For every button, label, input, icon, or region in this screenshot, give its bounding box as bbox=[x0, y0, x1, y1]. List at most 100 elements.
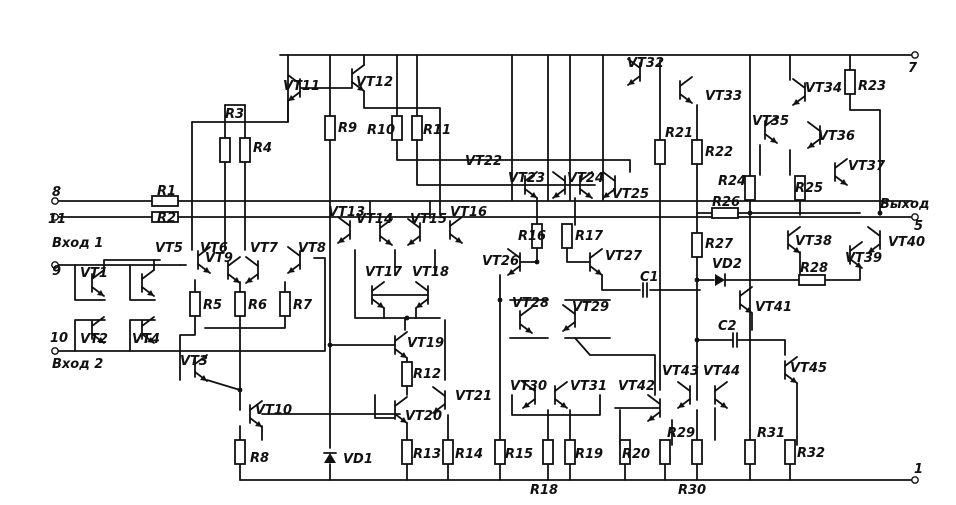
transistor-symbol bbox=[792, 78, 806, 106]
transistor-symbol bbox=[449, 216, 463, 244]
resistor-label-r2: R2 bbox=[157, 211, 176, 226]
diode-label-vd1: VD1 bbox=[343, 452, 373, 467]
transistor-label-vt18: VT18 bbox=[412, 265, 449, 280]
transistor-symbol bbox=[287, 246, 301, 274]
capacitor-label-c1: C1 bbox=[640, 270, 659, 285]
transistor-label-vt12: VT12 bbox=[356, 75, 393, 90]
resistor-label-r11: R11 bbox=[423, 123, 451, 138]
resistor-label-r25: R25 bbox=[795, 181, 823, 196]
resistor-body bbox=[798, 274, 826, 286]
resistor-body bbox=[442, 439, 454, 465]
resistor-label-r32: R32 bbox=[797, 446, 825, 461]
wires bbox=[57, 54, 913, 481]
resistor-label-r18: R18 bbox=[530, 483, 558, 498]
resistor-label-r29: R29 bbox=[667, 426, 695, 441]
resistor-body bbox=[401, 439, 413, 465]
transistor-symbol bbox=[677, 381, 691, 409]
transistor-label-vt3: VT3 bbox=[180, 354, 208, 369]
w bbox=[354, 249, 441, 319]
w bbox=[204, 315, 286, 329]
resistor-body bbox=[279, 291, 291, 317]
resistor-body bbox=[151, 211, 179, 223]
w bbox=[519, 247, 538, 263]
junction-dot bbox=[237, 387, 243, 393]
resistor-body bbox=[659, 439, 671, 465]
output-label: Выход bbox=[880, 197, 929, 212]
transistor-symbol bbox=[432, 386, 446, 414]
w bbox=[74, 319, 106, 352]
transistor-label-vt34: VT34 bbox=[805, 81, 842, 96]
resistor-label-r27: R27 bbox=[705, 237, 734, 252]
transistor-symbol bbox=[287, 74, 301, 102]
resistor-body bbox=[564, 439, 576, 465]
capacitor-symbol bbox=[642, 282, 648, 298]
junction-dot bbox=[694, 337, 700, 343]
transistor-label-vt24: VT24 bbox=[567, 171, 604, 186]
w bbox=[396, 139, 631, 173]
terminal-circle bbox=[51, 347, 59, 355]
transistor-symbol bbox=[524, 171, 538, 199]
terminal-circle bbox=[911, 476, 919, 484]
w bbox=[129, 264, 156, 301]
transistor-label-vt28: VT28 bbox=[512, 296, 549, 311]
transistor-symbol bbox=[554, 381, 568, 409]
transistor-symbol bbox=[245, 256, 259, 284]
resistor-body bbox=[711, 207, 739, 219]
transistor-label-vt21: VT21 bbox=[455, 389, 492, 404]
terminal-circle bbox=[51, 213, 59, 221]
resistor-body bbox=[654, 139, 666, 165]
resistor-label-r22: R22 bbox=[705, 145, 733, 160]
transistor-label-vt37: VT37 bbox=[848, 159, 886, 174]
resistor-body bbox=[784, 439, 796, 465]
transistor-label-vt38: VT38 bbox=[795, 234, 832, 249]
resistor-body bbox=[411, 115, 423, 141]
transistor-label-vt26: VT26 bbox=[482, 254, 519, 269]
resistor-label-r10: R10 bbox=[367, 123, 395, 138]
junction-dot bbox=[327, 342, 333, 348]
resistor-body bbox=[542, 439, 554, 465]
transistor-symbol bbox=[337, 216, 351, 244]
w bbox=[511, 394, 601, 416]
transistor-label-vt27: VT27 bbox=[605, 249, 643, 264]
resistor-body bbox=[691, 439, 703, 465]
transistor-symbol bbox=[579, 171, 593, 199]
transistor-symbol bbox=[627, 58, 641, 86]
transistor-symbol bbox=[679, 76, 693, 104]
w bbox=[737, 339, 786, 356]
terminal-circle bbox=[51, 197, 59, 205]
transistor-label-vt19: VT19 bbox=[407, 336, 444, 351]
capacitor-symbol bbox=[732, 332, 738, 348]
transistor-symbol bbox=[787, 226, 801, 254]
transistor-symbol bbox=[834, 158, 848, 186]
transistor-symbol bbox=[764, 116, 778, 144]
junction-dot bbox=[404, 315, 410, 321]
w bbox=[206, 379, 241, 391]
transistor-symbol bbox=[784, 356, 798, 384]
transistor-symbol bbox=[714, 381, 728, 409]
resistor-body bbox=[531, 223, 543, 249]
transistor-symbol bbox=[522, 381, 536, 409]
resistor-label-r13: R13 bbox=[413, 447, 441, 462]
transistor-symbol bbox=[562, 304, 576, 332]
resistor-label-r9: R9 bbox=[338, 121, 357, 136]
transistor-label-vt4: VT4 bbox=[132, 332, 160, 347]
transistor-symbol bbox=[379, 218, 393, 246]
resistor-body bbox=[239, 137, 251, 163]
w bbox=[849, 93, 881, 216]
transistor-label-vt15: VT15 bbox=[410, 212, 447, 227]
resistor-label-r5: R5 bbox=[203, 298, 222, 313]
resistor-body bbox=[151, 195, 179, 207]
transistor-symbol bbox=[141, 269, 155, 297]
terminal-label-t5: 5 bbox=[914, 219, 923, 234]
transistor-label-vt10: VT10 bbox=[255, 403, 292, 418]
w bbox=[179, 315, 196, 381]
resistor-label-r8: R8 bbox=[250, 451, 269, 466]
resistor-label-r12: R12 bbox=[413, 367, 441, 382]
w bbox=[179, 257, 326, 352]
transistor-label-vt13: VT13 bbox=[328, 205, 365, 220]
terminal-label-t1: 1 bbox=[914, 462, 923, 477]
resistor-body bbox=[691, 232, 703, 258]
input-2-label: Вход 2 bbox=[52, 357, 103, 372]
resistor-body bbox=[844, 69, 856, 95]
